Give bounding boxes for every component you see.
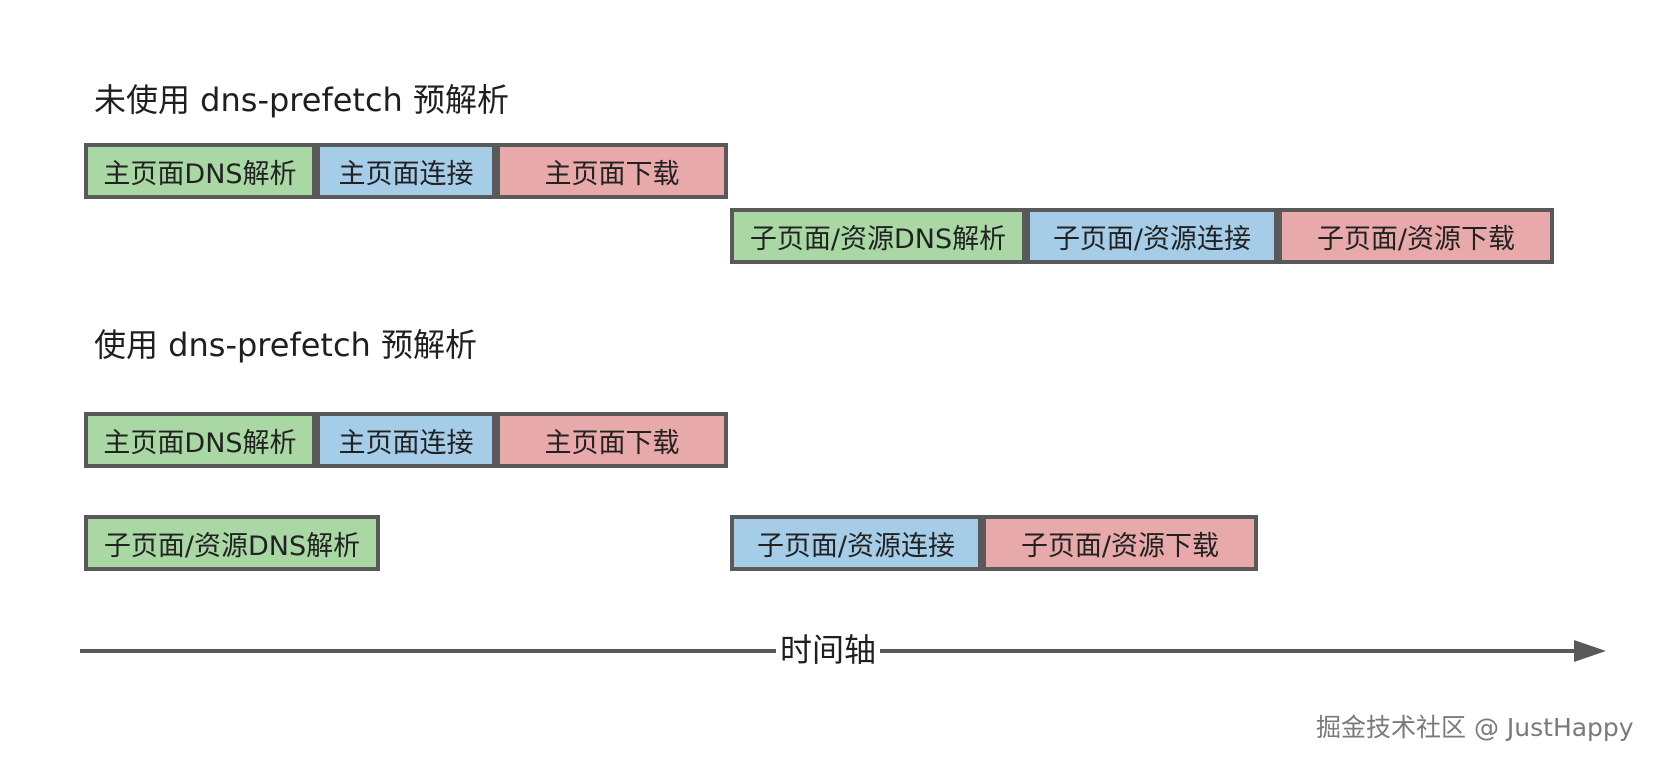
step-main-connect: 主页面连接 <box>316 412 496 468</box>
step-main-dns: 主页面DNS解析 <box>84 412 316 468</box>
watermark: 掘金技术社区 @ JustHappy <box>1316 713 1634 742</box>
arrow-head-icon <box>1574 640 1606 662</box>
step-main-download: 主页面下载 <box>496 143 728 199</box>
step-main-connect: 主页面连接 <box>316 143 496 199</box>
step-sub-dns: 子页面/资源DNS解析 <box>84 515 380 571</box>
step-main-dns: 主页面DNS解析 <box>84 143 316 199</box>
section-title-without-prefetch: 未使用 dns-prefetch 预解析 <box>94 81 509 119</box>
step-sub-connect: 子页面/资源连接 <box>1026 208 1278 264</box>
timeline-label: 时间轴 <box>776 630 880 670</box>
step-main-download: 主页面下载 <box>496 412 728 468</box>
step-sub-download: 子页面/资源下载 <box>1278 208 1554 264</box>
section-title-with-prefetch: 使用 dns-prefetch 预解析 <box>94 326 477 364</box>
step-sub-dns: 子页面/资源DNS解析 <box>730 208 1026 264</box>
step-sub-download: 子页面/资源下载 <box>982 515 1258 571</box>
step-sub-connect: 子页面/资源连接 <box>730 515 982 571</box>
